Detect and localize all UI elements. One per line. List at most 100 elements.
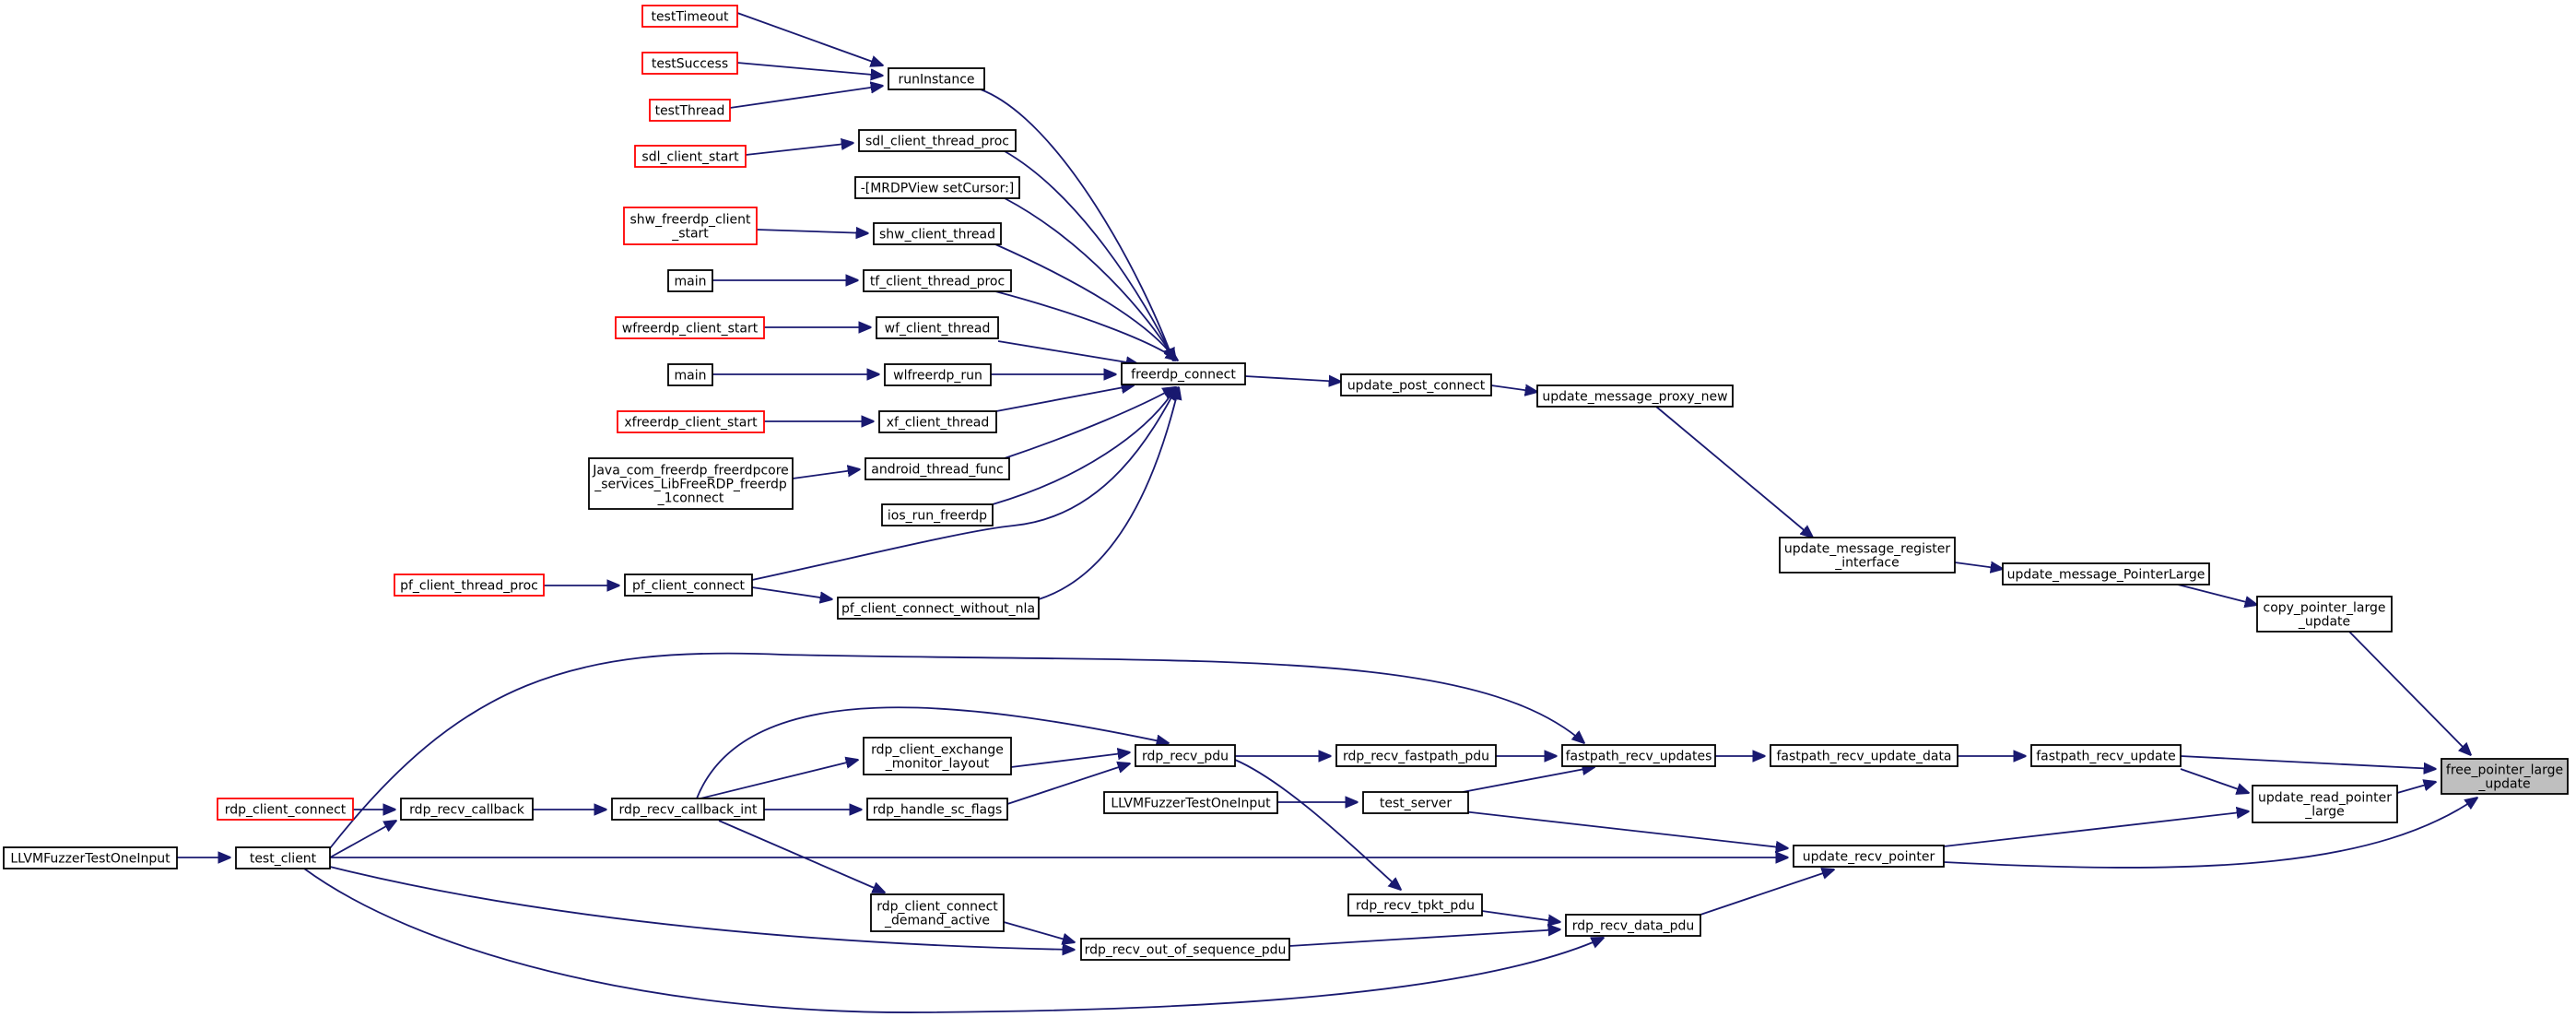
- node-rdp-recv-tpkt-pdu[interactable]: rdp_recv_tpkt_pdu: [1347, 893, 1483, 916]
- node-label: rdp_recv_tpkt_pdu: [1356, 899, 1475, 914]
- node-label: main: [675, 369, 707, 384]
- node-fastpath-recv-update-data[interactable]: fastpath_recv_update_data: [1770, 744, 1958, 767]
- edge-line: [1234, 759, 1401, 890]
- node-update-message-PointerLarge[interactable]: update_message_PointerLarge: [2002, 562, 2210, 585]
- node-rdp-handle-sc-flags[interactable]: rdp_handle_sc_flags: [866, 798, 1008, 821]
- node-tf-client-thread-proc[interactable]: tf_client_thread_proc: [863, 269, 1012, 292]
- node-runInstance[interactable]: runInstance: [888, 67, 985, 90]
- node-llvm-fuzzer-1[interactable]: LLVMFuzzerTestOneInput: [1103, 791, 1278, 814]
- node-mrdpview-setcursor[interactable]: -[MRDPView setCursor:]: [854, 176, 1020, 199]
- node-xfreerdp-client-start[interactable]: xfreerdp_client_start: [617, 410, 765, 433]
- node-box: [1135, 744, 1236, 767]
- node-java-connect[interactable]: Java_com_freerdp_freerdpcore_services_Li…: [588, 457, 794, 510]
- node-rdp-recv-pdu[interactable]: rdp_recv_pdu: [1135, 744, 1236, 767]
- node-box: [588, 457, 794, 510]
- node-testThread[interactable]: testThread: [649, 99, 731, 122]
- node-ios-run-freerdp[interactable]: ios_run_freerdp: [881, 503, 994, 526]
- node-box: [866, 798, 1008, 821]
- node-label: runInstance: [898, 73, 974, 88]
- node-label: test_client: [250, 852, 317, 867]
- node-fastpath-recv-update[interactable]: fastpath_recv_update: [2030, 744, 2182, 767]
- node-label: _update: [2477, 777, 2530, 792]
- node-box: [865, 457, 1010, 480]
- edge-line: [792, 469, 860, 479]
- node-copy-pointer-large-update[interactable]: copy_pointer_large_update: [2256, 596, 2393, 633]
- node-label: rdp_client_connect: [876, 900, 998, 915]
- node-testTimeout[interactable]: testTimeout: [641, 5, 738, 28]
- node-rdp-recv-callback[interactable]: rdp_recv_callback: [400, 798, 534, 821]
- node-label: _interface: [1834, 556, 1899, 571]
- edge-testTimeout-to-runInstance: [736, 12, 883, 65]
- node-test-server[interactable]: test_server: [1362, 791, 1469, 814]
- node-label: rdp_recv_callback_int: [619, 803, 758, 818]
- node-label: _1connect: [657, 491, 724, 506]
- node-testSuccess[interactable]: testSuccess: [641, 52, 738, 75]
- node-rdp-recv-data-pdu[interactable]: rdp_recv_data_pdu: [1565, 914, 1701, 937]
- node-wfreerdp-client-start[interactable]: wfreerdp_client_start: [615, 316, 765, 339]
- node-freerdp-connect[interactable]: freerdp_connect: [1121, 362, 1246, 385]
- node-shw-client-thread[interactable]: shw_client_thread: [873, 222, 1002, 245]
- node-update-message-proxy-new[interactable]: update_message_proxy_new: [1536, 384, 1734, 408]
- node-rdp-client-exchange-monitor-layout[interactable]: rdp_client_exchange_monitor_layout: [863, 737, 1012, 775]
- node-pf-client-thread-proc[interactable]: pf_client_thread_proc: [394, 574, 545, 597]
- edge-line: [1954, 562, 2003, 569]
- node-sdl-client-start[interactable]: sdl_client_start: [634, 145, 747, 168]
- edge-line: [303, 868, 1604, 1013]
- node-main-1[interactable]: main: [667, 269, 713, 292]
- node-update-recv-pointer[interactable]: update_recv_pointer: [1793, 845, 1945, 868]
- node-rdp-recv-callback-int[interactable]: rdp_recv_callback_int: [611, 798, 765, 821]
- node-update-read-pointer-large[interactable]: update_read_pointer_large: [2252, 785, 2398, 823]
- node-box: [1121, 362, 1246, 385]
- node-rdp-recv-out-of-sequence-pdu[interactable]: rdp_recv_out_of_sequence_pdu: [1080, 938, 1290, 961]
- node-box: [1103, 791, 1278, 814]
- node-sdl-client-thread-proc[interactable]: sdl_client_thread_proc: [858, 129, 1017, 152]
- node-label: rdp_handle_sc_flags: [873, 803, 1003, 818]
- node-android-thread-func[interactable]: android_thread_func: [865, 457, 1010, 480]
- node-xf-client-thread[interactable]: xf_client_thread: [878, 410, 997, 433]
- edge-fastpath_recv_update-to-free_pointer_large_update: [2180, 755, 2436, 769]
- node-label: shw_freerdp_client: [630, 213, 751, 228]
- edge-line: [751, 586, 832, 599]
- node-wf-client-thread[interactable]: wf_client_thread: [876, 316, 999, 339]
- edge-fastpath_recv_update-to-update_read_pointer_large: [2180, 768, 2249, 793]
- edge-line: [718, 820, 885, 893]
- node-pf-client-connect-without-nla[interactable]: pf_client_connect_without_nla: [837, 597, 1040, 620]
- node-main-2[interactable]: main: [667, 363, 713, 386]
- node-label: copy_pointer_large: [2264, 601, 2386, 616]
- node-update-message-register-interface[interactable]: update_message_register_interface: [1779, 537, 1956, 574]
- edge-test_server-to-fastpath_recv_updates: [1462, 767, 1594, 793]
- node-label: xf_client_thread: [887, 416, 990, 431]
- node-box: [617, 410, 765, 433]
- node-wlfreerdp-run[interactable]: wlfreerdp_run: [884, 363, 992, 386]
- edge-rdp_client_connect_demand_active-to-rdp_recv_out_of_sequence_pdu: [1003, 921, 1075, 942]
- node-label: _services_LibFreeRDP_freerdp: [594, 478, 787, 492]
- edge-line: [1038, 387, 1179, 600]
- node-label: testThread: [655, 104, 725, 119]
- node-box: [235, 846, 331, 869]
- node-label: update_message_register: [1784, 542, 1950, 557]
- node-pf-client-connect[interactable]: pf_client_connect: [624, 574, 753, 597]
- node-rdp-recv-fastpath-pdu[interactable]: rdp_recv_fastpath_pdu: [1335, 744, 1497, 767]
- node-free-pointer-large-update[interactable]: free_pointer_large_update: [2441, 758, 2569, 795]
- node-box: [1362, 791, 1469, 814]
- node-box: [2252, 785, 2398, 823]
- node-fastpath-recv-updates[interactable]: fastpath_recv_updates: [1561, 744, 1716, 767]
- node-box: [615, 316, 765, 339]
- node-test-client[interactable]: test_client: [235, 846, 331, 869]
- node-shw-freerdp-client-start[interactable]: shw_freerdp_client_start: [623, 207, 758, 245]
- edge-test_client-to-rdp_recv_callback: [329, 821, 396, 858]
- edge-line: [1010, 752, 1130, 768]
- node-update-post-connect[interactable]: update_post_connect: [1340, 373, 1492, 396]
- edge-runInstance-to-freerdp_connect: [980, 89, 1173, 361]
- node-rdp-client-connect-demand-active[interactable]: rdp_client_connect_demand_active: [870, 893, 1005, 932]
- edge-rdp_recv_callback_int-to-rdp_client_connect_demand_active: [718, 820, 885, 893]
- node-rdp-client-connect[interactable]: rdp_client_connect: [217, 798, 354, 821]
- node-box: [1347, 893, 1483, 916]
- node-box: [858, 129, 1017, 152]
- edge-rdp_client_exchange_monitor_layout-to-rdp_recv_pdu: [1010, 752, 1130, 768]
- node-llvm-fuzzer-2[interactable]: LLVMFuzzerTestOneInput: [3, 846, 178, 869]
- node-label: xfreerdp_client_start: [624, 416, 758, 431]
- node-box: [1793, 845, 1945, 868]
- node-label: _start: [671, 227, 709, 242]
